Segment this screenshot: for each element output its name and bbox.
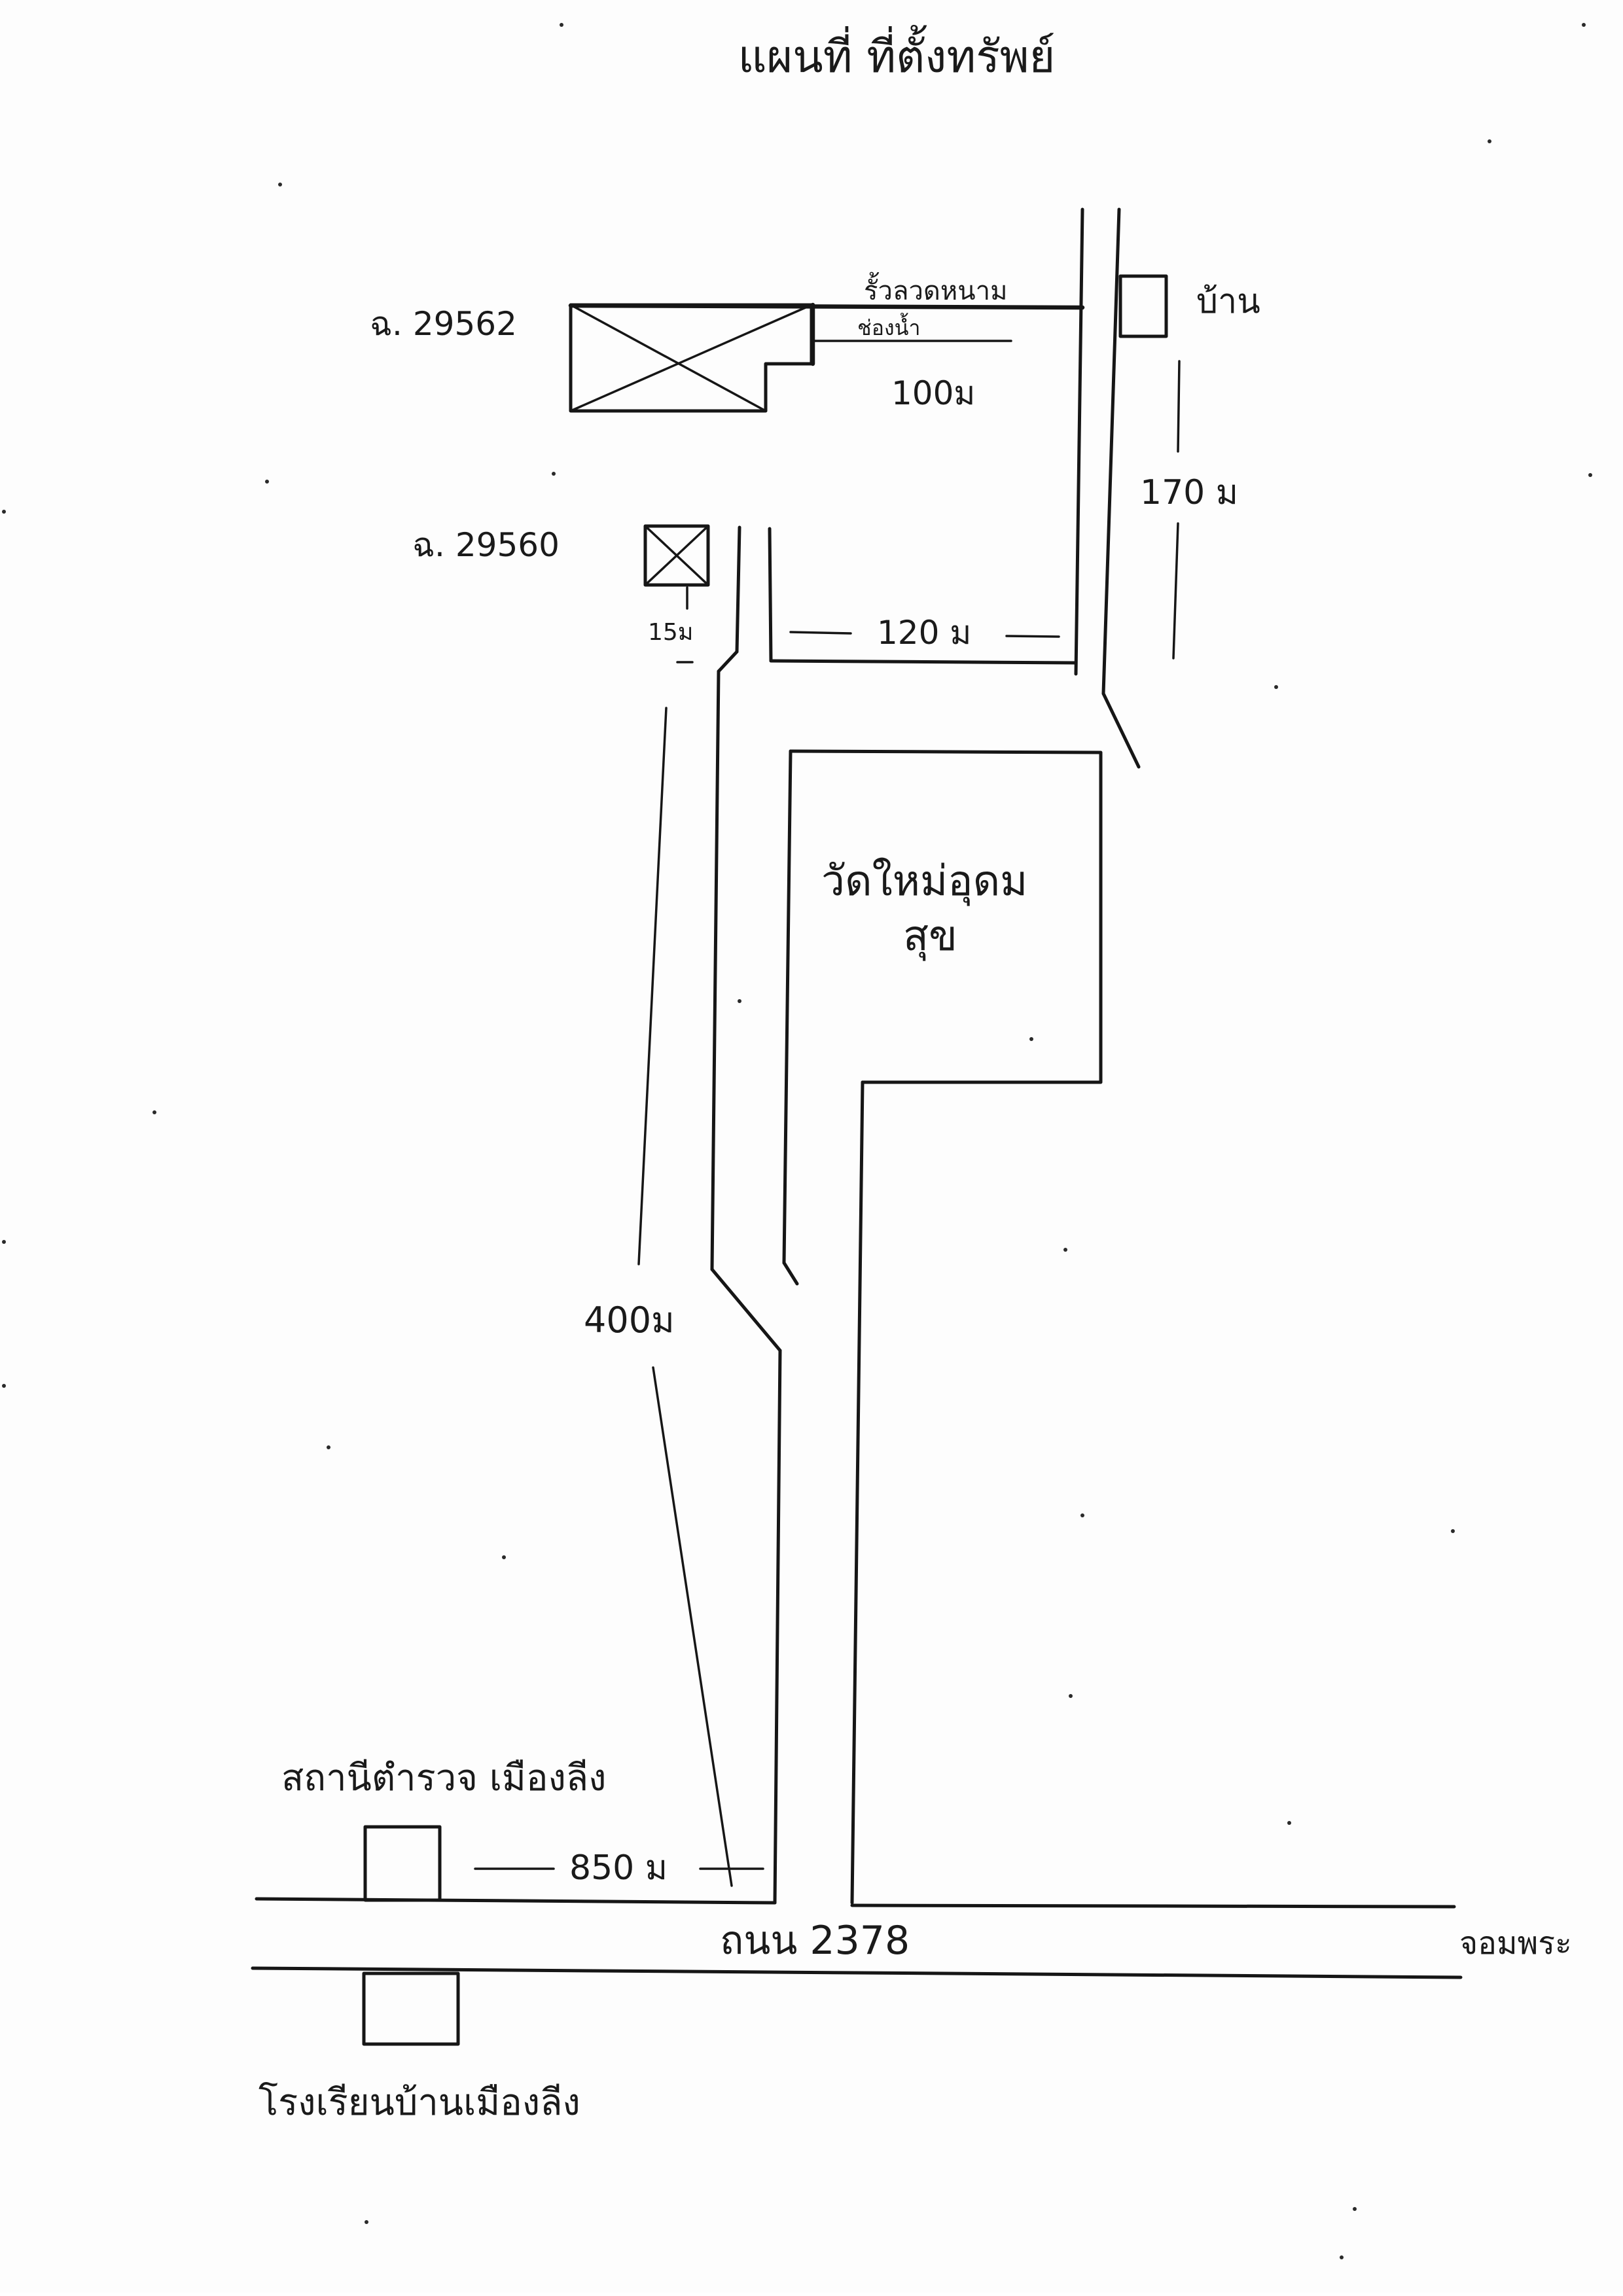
west-boundary-of-lot bbox=[768, 527, 773, 663]
distance-120m-line-left bbox=[789, 631, 852, 635]
police-station-label: สถานีตำรวจ เมืองลีง bbox=[281, 1757, 606, 1799]
house-label: บ้าน bbox=[1196, 282, 1260, 321]
south-boundary-of-lot bbox=[769, 659, 1078, 665]
fence-label: รั้วลวดหนาม bbox=[864, 272, 1007, 306]
parcel-29560-label: ฉ. 29560 bbox=[412, 526, 560, 564]
road-label: ถนน 2378 bbox=[720, 1918, 910, 1964]
distance-850m-label: 850 ม bbox=[569, 1848, 668, 1888]
distance-400m-line-bottom bbox=[652, 1366, 733, 1887]
frontage-label: ช่องน้ำ bbox=[857, 313, 920, 340]
distance-400m-label: 400ม bbox=[584, 1299, 675, 1341]
distance-170m-line-top bbox=[1177, 360, 1181, 453]
distance-120m-line-right bbox=[1005, 635, 1060, 638]
school-label: โรงเรียนบ้านเมืองลีง bbox=[259, 2081, 580, 2124]
temple-label-line1: วัดใหม่อุดม bbox=[821, 857, 1027, 906]
west-lane bbox=[710, 525, 782, 1905]
map-title: แผนที่ ที่ตั้งทรัพย์ bbox=[738, 25, 1056, 83]
east-lane bbox=[1074, 207, 1141, 769]
distance-400m-line-top bbox=[637, 707, 668, 1265]
distance-100m-label: 100ม bbox=[891, 374, 975, 412]
distance-120m-label: 120 ม bbox=[877, 614, 971, 652]
house-marker bbox=[1118, 274, 1168, 338]
distance-170m-label: 170 ม bbox=[1140, 473, 1238, 512]
scan-specks bbox=[2, 23, 1592, 2259]
distance-15m-label: 15ม bbox=[648, 619, 694, 646]
temple-boundary bbox=[789, 749, 1103, 1084]
parcel-29562-plot bbox=[569, 302, 815, 413]
distance-170m-line-bottom bbox=[1172, 522, 1179, 660]
main-road-2378 bbox=[251, 1897, 1463, 1979]
barbed-wire-fence-line bbox=[568, 303, 1085, 310]
school-marker bbox=[362, 1971, 460, 2046]
parcel-29560-plot bbox=[643, 524, 710, 587]
road-destination-label: จอมพระ bbox=[1459, 1925, 1572, 1962]
temple-label-line2: สุข bbox=[903, 912, 957, 961]
central-lane bbox=[782, 749, 865, 1905]
police-station-marker bbox=[363, 1825, 442, 1902]
parcel-29562-label: ฉ. 29562 bbox=[370, 305, 517, 343]
